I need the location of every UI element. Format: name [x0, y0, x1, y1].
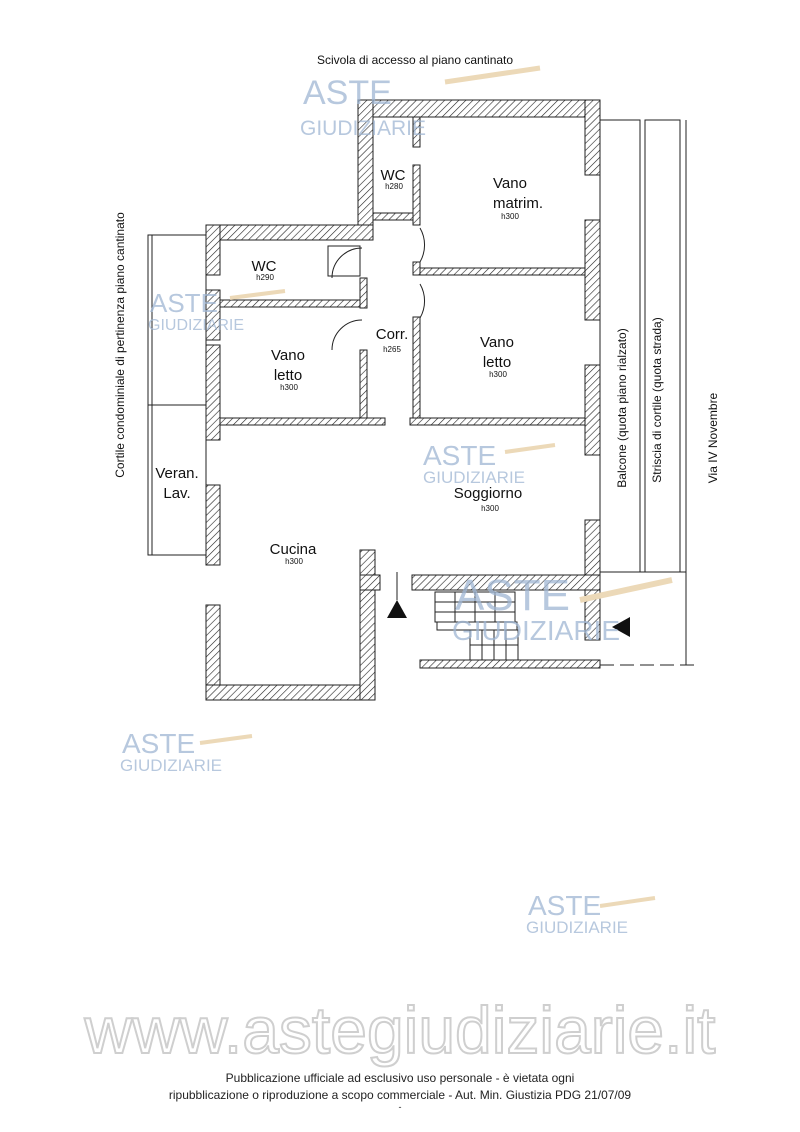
- gavel-icon: [504, 443, 556, 454]
- room-matrim-height: h300: [501, 212, 519, 221]
- watermark-6: ASTE GIUDIZIARIE: [526, 890, 656, 937]
- svg-text:GIUDIZIARIE: GIUDIZIARIE: [452, 615, 620, 646]
- footer-line-3: -: [398, 1102, 402, 1112]
- svg-text:GIUDIZIARIE: GIUDIZIARIE: [148, 317, 244, 334]
- watermark-3: ASTE GIUDIZIARIE: [423, 440, 556, 487]
- section-arrow-up-icon: [387, 600, 407, 618]
- room-wc1-name: WC: [381, 167, 406, 184]
- svg-text:GIUDIZIARIE: GIUDIZIARIE: [423, 468, 525, 487]
- plan-title: Scivola di accesso al piano cantinato: [317, 53, 513, 67]
- left-courtyard-label: Cortile condominiale di pertinenza piano…: [113, 212, 127, 478]
- room-letto1-name2: letto: [274, 367, 302, 384]
- room-matrim-name2: matrim.: [493, 195, 543, 212]
- room-wc2-name: WC: [252, 258, 277, 275]
- watermark-1: ASTE GIUDIZIARIE: [300, 65, 541, 140]
- watermark-2: ASTE GIUDIZIARIE: [148, 288, 286, 334]
- section-arrow-left-icon: [612, 617, 630, 637]
- room-matrim-name1: Vano: [493, 175, 527, 192]
- room-wc1-height: h280: [385, 182, 403, 191]
- footer-line-2: ripubblicazione o riproduzione a scopo c…: [168, 1088, 632, 1102]
- gavel-icon: [199, 734, 253, 745]
- exterior-lines: [147, 119, 700, 666]
- room-veranda-name1: Veran.: [155, 465, 198, 482]
- room-cucina-height: h300: [285, 557, 303, 566]
- walls: [205, 99, 601, 701]
- svg-text:GIUDIZIARIE: GIUDIZIARIE: [120, 756, 222, 775]
- room-soggiorno-name: Soggiorno: [454, 485, 522, 502]
- gavel-icon: [579, 577, 673, 603]
- svg-text:ASTE: ASTE: [528, 890, 601, 921]
- svg-text:ASTE: ASTE: [303, 74, 392, 112]
- room-letto2-name1: Vano: [480, 334, 514, 351]
- room-soggiorno-height: h300: [481, 504, 499, 513]
- svg-text:ASTE: ASTE: [122, 728, 195, 759]
- room-letto1-name1: Vano: [271, 347, 305, 364]
- staircase: [434, 591, 519, 661]
- gavel-icon: [229, 289, 286, 300]
- room-letto1-height: h300: [280, 383, 298, 392]
- watermark-url: www.astegiudiziarie.it: [84, 993, 716, 1067]
- footer-line-1: Pubblicazione ufficiale ad esclusivo uso…: [225, 1071, 575, 1085]
- door-swings: [327, 227, 426, 351]
- svg-text:ASTE: ASTE: [150, 288, 218, 318]
- svg-text:ASTE: ASTE: [423, 440, 496, 471]
- balcone-label: Balcone (quota piano rialzato): [615, 328, 629, 487]
- striscia-label: Striscia di cortile (quota strada): [650, 317, 664, 482]
- gavel-icon: [444, 65, 541, 85]
- room-corr-height: h265: [383, 345, 401, 354]
- watermark-4: ASTE GIUDIZIARIE: [452, 571, 673, 646]
- room-veranda-name2: Lav.: [163, 485, 190, 502]
- room-wc2-height: h290: [256, 273, 274, 282]
- room-cucina-name: Cucina: [270, 541, 317, 558]
- room-letto2-height: h300: [489, 370, 507, 379]
- watermark-5: ASTE GIUDIZIARIE: [120, 728, 253, 775]
- svg-text:ASTE: ASTE: [455, 571, 570, 620]
- svg-text:GIUDIZIARIE: GIUDIZIARIE: [300, 117, 426, 140]
- svg-text:GIUDIZIARIE: GIUDIZIARIE: [526, 918, 628, 937]
- gavel-icon: [599, 896, 656, 908]
- via-label: Via IV Novembre: [706, 392, 720, 483]
- room-corr-name: Corr.: [376, 326, 409, 343]
- room-letto2-name2: letto: [483, 354, 511, 371]
